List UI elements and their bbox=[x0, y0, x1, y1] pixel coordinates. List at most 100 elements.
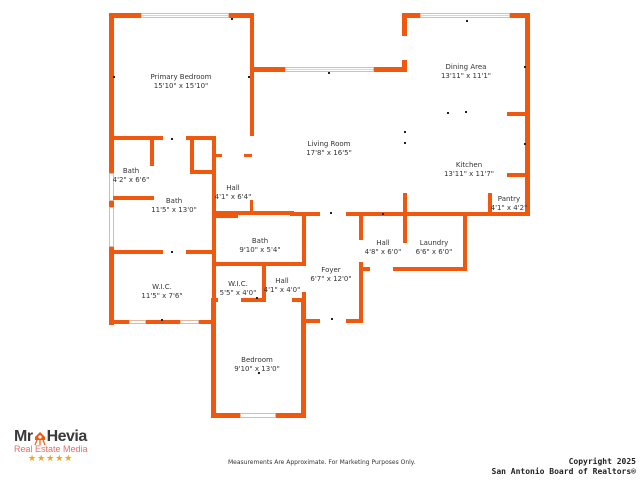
room-name: Bath bbox=[165, 197, 183, 205]
wall bbox=[374, 67, 407, 72]
wall bbox=[109, 320, 129, 324]
star-rating-icon: ★★★★★ bbox=[28, 454, 74, 464]
room-name: Primary Bedroom bbox=[150, 73, 212, 81]
wall bbox=[250, 13, 254, 136]
wall bbox=[292, 298, 306, 302]
room-label-hall-3: Hall 4'1" x 4'0" bbox=[264, 277, 301, 295]
room-dims: 4'2" x 6'6" bbox=[112, 176, 150, 184]
wall bbox=[109, 201, 114, 207]
room-name: Kitchen bbox=[455, 161, 483, 169]
room-name: Pantry bbox=[497, 195, 521, 203]
wall bbox=[302, 212, 306, 264]
copyright-line-2: San Antonio Board of Realtors® bbox=[491, 467, 637, 476]
wall bbox=[276, 413, 306, 418]
wall bbox=[463, 212, 467, 271]
room-name: Bedroom bbox=[241, 356, 273, 364]
room-label-laundry: Laundry 6'6" x 6'0" bbox=[416, 239, 453, 257]
wall bbox=[212, 136, 216, 331]
room-name: Hall bbox=[376, 239, 390, 247]
room-name: W.I.C. bbox=[228, 280, 248, 288]
brand-name-left: Mr bbox=[14, 428, 33, 445]
wall bbox=[359, 212, 363, 240]
wall bbox=[262, 262, 266, 302]
room-dims: 11'5" x 7'6" bbox=[141, 292, 183, 300]
room-name: Bath bbox=[122, 167, 140, 175]
wall bbox=[290, 212, 320, 216]
wall bbox=[211, 298, 216, 418]
wall bbox=[507, 173, 527, 177]
room-name: Dining Area bbox=[445, 63, 487, 71]
room-dims: 9'10" x 13'0" bbox=[234, 365, 280, 373]
wall bbox=[109, 247, 114, 325]
wall bbox=[402, 13, 420, 18]
wall bbox=[360, 212, 530, 216]
room-label-bath-small: Bath 4'2" x 6'6" bbox=[113, 167, 150, 185]
wall bbox=[186, 136, 214, 140]
room-label-hall-1: Hall 4'1" x 6'4" bbox=[215, 184, 252, 202]
room-name: Hall bbox=[226, 184, 240, 192]
wall bbox=[190, 170, 214, 174]
wall bbox=[525, 13, 530, 216]
wall bbox=[359, 267, 370, 271]
wall bbox=[113, 250, 163, 254]
wall bbox=[244, 154, 252, 157]
room-name: Bath bbox=[251, 237, 269, 245]
window bbox=[109, 173, 114, 201]
room-label-pantry: Pantry 4'1" x 4'2" bbox=[491, 195, 528, 213]
room-label-primary-bedroom: Primary Bedroom 15'10" x 15'10" bbox=[151, 73, 212, 91]
room-dims: 4'1" x 6'4" bbox=[214, 193, 252, 201]
wall bbox=[250, 200, 253, 212]
wall bbox=[212, 211, 238, 218]
room-label-bedroom: Bedroom 9'10" x 13'0" bbox=[234, 356, 280, 374]
wall bbox=[190, 136, 194, 172]
room-dims: 4'1" x 4'2" bbox=[490, 204, 528, 212]
room-name: Laundry bbox=[419, 239, 449, 247]
room-dims: 13'11" x 11'1" bbox=[440, 72, 492, 80]
wall bbox=[510, 13, 530, 18]
room-dims: 4'1" x 4'0" bbox=[263, 286, 301, 294]
room-dims: 11'5" x 13'0" bbox=[151, 206, 197, 214]
house-icon bbox=[34, 431, 46, 446]
room-label-living-room: Living Room 17'8" x 16'5" bbox=[306, 140, 352, 158]
room-label-wic-large: W.I.C. 11'5" x 7'6" bbox=[141, 283, 182, 301]
wall bbox=[214, 262, 306, 266]
room-dims: 13'11" x 11'7" bbox=[443, 170, 495, 178]
wall bbox=[393, 267, 467, 271]
wall bbox=[109, 13, 141, 18]
wall bbox=[402, 13, 407, 36]
room-name: Living Room bbox=[307, 140, 351, 148]
wall bbox=[303, 319, 320, 323]
wall bbox=[146, 320, 180, 324]
wall bbox=[488, 193, 492, 215]
wall bbox=[212, 211, 294, 215]
wall bbox=[186, 250, 214, 254]
room-name: Foyer bbox=[321, 266, 341, 274]
room-dims: 9'10" x 5'4" bbox=[239, 246, 281, 254]
room-label-bath-hall: Bath 9'10" x 5'4" bbox=[239, 237, 280, 255]
disclaimer-text: Measurements Are Approximate. For Market… bbox=[228, 459, 416, 466]
wall bbox=[113, 196, 154, 200]
wall bbox=[403, 193, 407, 243]
wall bbox=[150, 136, 154, 166]
window bbox=[180, 320, 199, 324]
wall bbox=[211, 413, 240, 418]
copyright-line-1: Copyright 2025 bbox=[568, 457, 636, 466]
wall bbox=[241, 298, 265, 302]
wall bbox=[109, 13, 114, 173]
wall bbox=[359, 262, 363, 323]
wall bbox=[229, 13, 254, 18]
wall bbox=[254, 67, 285, 72]
window bbox=[420, 13, 510, 18]
room-dims: 4'8" x 6'0" bbox=[364, 248, 402, 256]
room-dims: 6'7" x 12'0" bbox=[310, 275, 352, 283]
copyright-notice: Copyright 2025 San Antonio Board of Real… bbox=[492, 457, 637, 477]
room-dims: 17'8" x 16'5" bbox=[306, 149, 352, 157]
window bbox=[109, 207, 114, 247]
room-label-kitchen: Kitchen 13'11" x 11'7" bbox=[444, 161, 494, 179]
room-label-primary-bath: Bath 11'5" x 13'0" bbox=[151, 197, 197, 215]
wall bbox=[402, 60, 407, 67]
room-dims: 5'5" x 4'0" bbox=[219, 289, 257, 297]
wall bbox=[346, 319, 363, 323]
wall bbox=[301, 298, 306, 418]
room-name: W.I.C. bbox=[152, 283, 172, 291]
